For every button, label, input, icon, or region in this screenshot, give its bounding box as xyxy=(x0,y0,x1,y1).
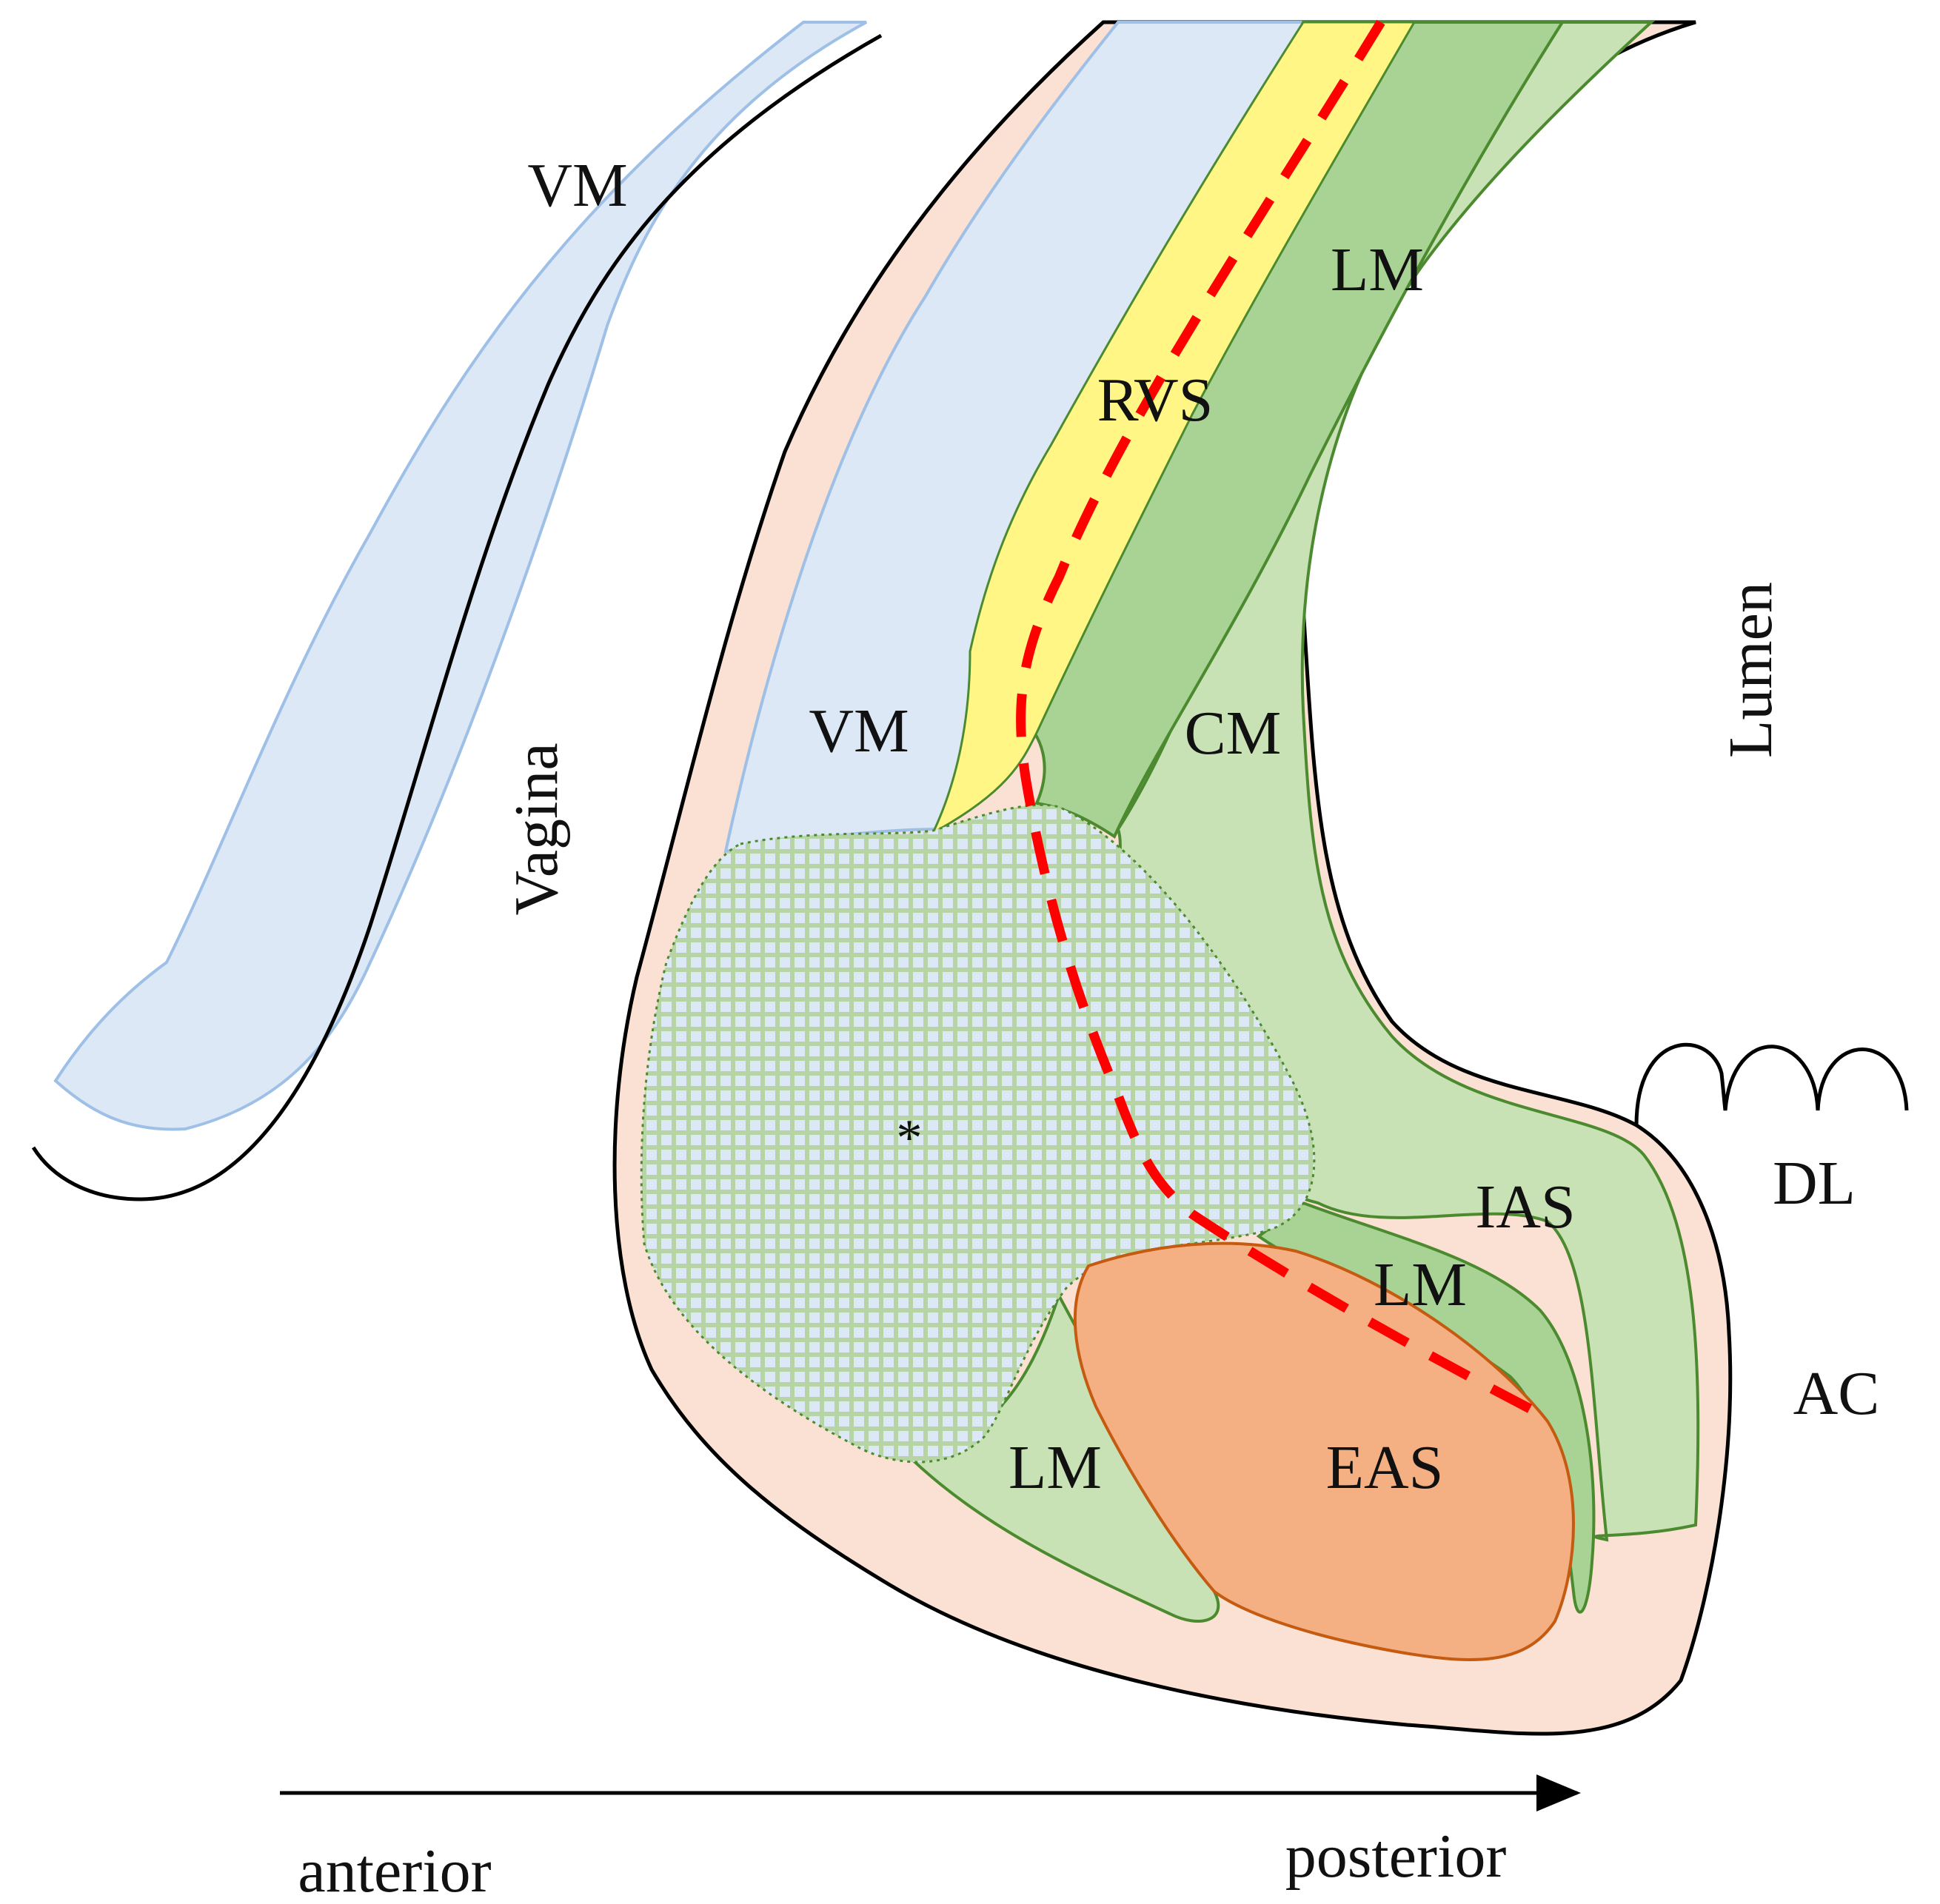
label-asterisk: * xyxy=(897,1110,923,1167)
dentate-line-bumps xyxy=(1634,1042,1909,1126)
label-lm-top: LM xyxy=(1331,235,1424,304)
label-lumen: Lumen xyxy=(1716,582,1785,758)
label-vm-upper: VM xyxy=(527,151,627,220)
label-rvs: RVS xyxy=(1097,366,1214,435)
vaginal-wall-outline xyxy=(31,33,883,1201)
label-posterior: posterior xyxy=(1285,1822,1507,1891)
label-lm-mid: LM xyxy=(1374,1250,1467,1319)
label-eas: EAS xyxy=(1326,1433,1444,1502)
external-anal-sphincter xyxy=(1073,1241,1575,1661)
label-vm-lower: VM xyxy=(809,697,909,765)
label-dl: DL xyxy=(1773,1149,1856,1218)
label-ac: AC xyxy=(1793,1359,1880,1428)
vaginal-mucosa-left xyxy=(53,21,867,1131)
hatched-region xyxy=(640,803,1316,1464)
dissection-line xyxy=(1016,19,1536,1415)
label-vagina: Vagina xyxy=(502,743,571,915)
label-anterior: anterior xyxy=(298,1837,491,1904)
label-lm-bottom: LM xyxy=(1009,1433,1102,1502)
label-cm: CM xyxy=(1185,699,1282,768)
label-ias: IAS xyxy=(1475,1173,1575,1241)
